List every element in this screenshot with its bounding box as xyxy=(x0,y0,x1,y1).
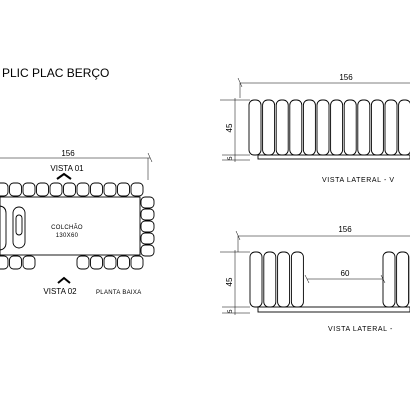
plan-top-cushion xyxy=(117,182,130,197)
plan-bottom-cushion xyxy=(90,255,103,270)
elev-top-caption: VISTA LATERAL - V xyxy=(322,177,395,184)
plan-view: 156 VISTA 01 COLCHÃO 130X60 VISTA 02 PLA… xyxy=(0,149,155,296)
baby-figure xyxy=(0,205,26,251)
plan-width-label: 156 xyxy=(61,149,75,158)
elev-bot-width-label: 156 xyxy=(338,225,352,234)
plan-right-cushion xyxy=(140,232,155,245)
elev-bot-left-cushion xyxy=(249,251,263,308)
elev-bot-left-cushion xyxy=(277,251,291,308)
plan-bottom-cushions xyxy=(0,255,144,270)
plan-bottom-cushion xyxy=(9,255,22,270)
elevation-top: 156 45 5 VISTA LATERAL - V xyxy=(220,73,410,184)
plan-top-cushion xyxy=(103,182,117,197)
elev-bot-right-cushion xyxy=(396,251,410,308)
mattress-outline xyxy=(0,196,141,256)
view1-label: VISTA 01 xyxy=(50,164,84,173)
elev-top-height-label: 45 xyxy=(225,123,234,132)
elev-top-cushion xyxy=(330,99,344,156)
elev-top-cushions xyxy=(248,99,410,156)
plan-right-cushion xyxy=(140,244,155,257)
plan-caption: PLANTA BAIXA xyxy=(96,290,142,296)
elev-bot-right-cushions xyxy=(382,251,410,308)
elev-bot-base-label: 5 xyxy=(228,309,234,313)
elev-bot-gap-tick-right xyxy=(380,274,386,284)
baby-face xyxy=(15,214,23,236)
plan-top-cushion xyxy=(90,182,103,197)
elev-top-cushion xyxy=(262,99,276,156)
elev-bot-gap-label: 60 xyxy=(341,269,350,278)
elev-bot-dimension-tick xyxy=(235,230,241,241)
view1-arrow-icon xyxy=(56,172,72,180)
plan-right-cushion xyxy=(140,220,155,233)
plan-bottom-cushion xyxy=(76,255,90,270)
elev-bot-left-cushion xyxy=(290,251,304,308)
elev-top-cushion xyxy=(275,99,289,156)
mattress-size: 130X60 xyxy=(56,233,79,239)
elev-top-base xyxy=(257,154,410,160)
elev-top-dimension-tick xyxy=(237,77,243,88)
view2-label: VISTA 02 xyxy=(43,287,77,296)
plan-dimension-tick xyxy=(147,152,153,163)
plan-right-cushion xyxy=(140,196,155,209)
plan-right-cushions xyxy=(140,196,155,257)
plan-bottom-cushion xyxy=(103,255,117,270)
elev-bot-gap-tick-left xyxy=(304,274,310,284)
plan-bottom-cushion xyxy=(130,255,144,270)
plan-right-cushion xyxy=(140,208,155,221)
elev-bot-left-cushion xyxy=(263,251,277,308)
plan-top-cushions xyxy=(0,182,144,197)
elev-bot-left-cushions xyxy=(249,251,304,308)
plan-top-cushion xyxy=(22,182,36,197)
plan-bottom-cushion xyxy=(117,255,130,270)
plan-top-cushion xyxy=(49,182,63,197)
elev-top-cushion xyxy=(302,99,316,156)
elev-top-cushion xyxy=(357,99,371,156)
plan-top-cushion xyxy=(0,182,9,197)
elev-top-cushion xyxy=(370,99,384,156)
drawing-title: PLIC PLAC BERÇO xyxy=(2,66,109,80)
elev-top-cushion xyxy=(248,99,262,156)
elev-top-cushion xyxy=(316,99,330,156)
elev-top-cushion xyxy=(343,99,357,156)
plan-top-cushion xyxy=(63,182,76,197)
elev-top-cushion xyxy=(384,99,398,156)
elev-bot-right-cushion xyxy=(382,251,396,308)
plan-top-cushion xyxy=(36,182,49,197)
plan-top-cushion xyxy=(130,182,144,197)
elev-bot-height-label: 45 xyxy=(225,277,234,286)
elev-bot-base xyxy=(257,306,410,313)
elev-top-cushion xyxy=(289,99,303,156)
elev-top-base-label: 5 xyxy=(228,156,234,160)
plan-top-cushion xyxy=(9,182,22,197)
plan-bottom-cushion xyxy=(0,255,9,270)
baby-head xyxy=(12,206,26,249)
plan-bottom-cushion xyxy=(22,255,36,270)
view2-arrow-icon xyxy=(57,276,71,284)
elev-bot-caption: VISTA LATERAL - xyxy=(328,326,393,333)
mattress-label: COLCHÃO xyxy=(51,224,83,231)
elev-top-width-label: 156 xyxy=(339,73,353,82)
elev-top-cushion xyxy=(398,99,410,156)
baby-body xyxy=(0,205,7,251)
elevation-bottom: 156 45 5 60 VISTA LATERAL - xyxy=(220,225,410,333)
plan-top-cushion xyxy=(76,182,90,197)
